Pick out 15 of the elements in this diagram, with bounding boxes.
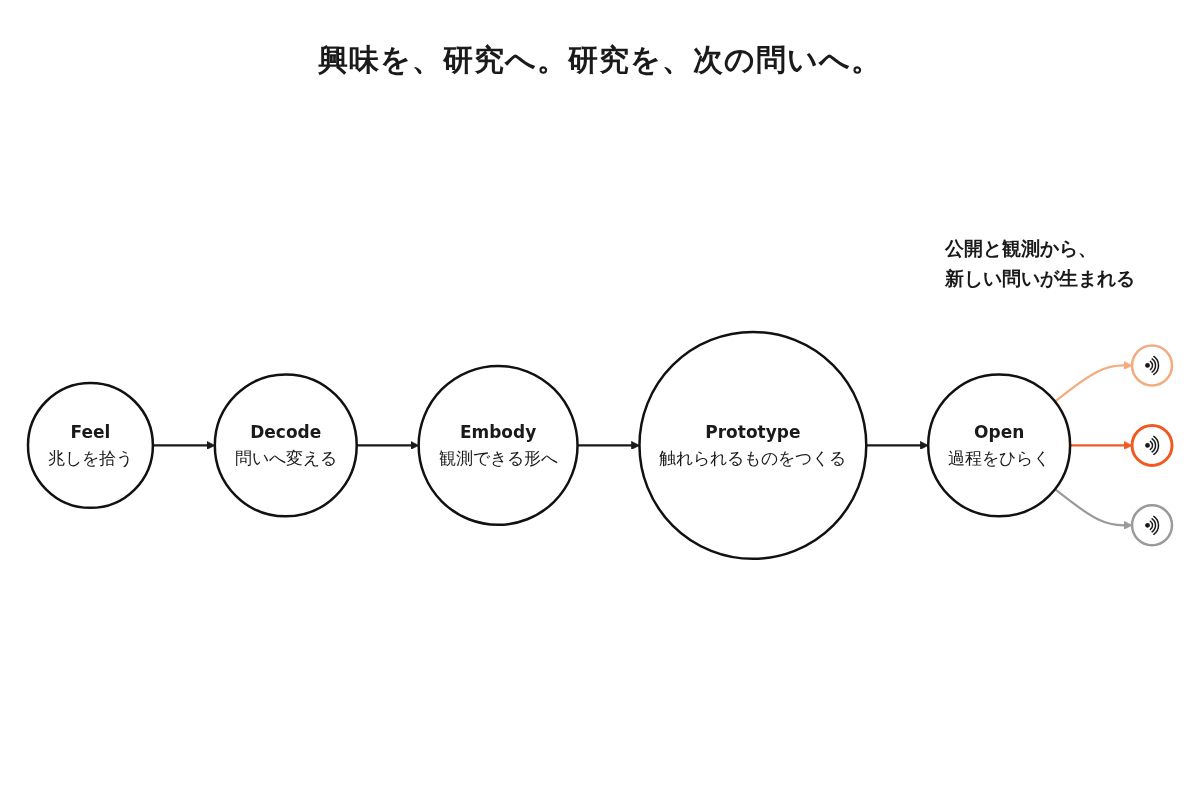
stage-circle: Embody 観測できる形へ: [417, 364, 579, 526]
stage-circle: Prototype 触れられるものをつくる: [638, 330, 868, 560]
title: 興味を、研究へ。研究を、次の問いへ。: [318, 42, 882, 77]
note-text: 公開と観測から、新しい問いが生まれる: [945, 236, 1136, 292]
arrow: [1070, 440, 1133, 450]
arrow: [577, 440, 640, 450]
signal-circle: [1130, 343, 1174, 387]
arrow: [866, 440, 929, 450]
stage-circle: Open 過程をひらく: [926, 372, 1072, 518]
signal-circle: [1130, 423, 1174, 467]
signal-circle: [1130, 503, 1174, 547]
stage-circle: Feel 兆しを拾う: [26, 381, 155, 509]
arrow: [1054, 487, 1133, 530]
arrow: [1054, 360, 1133, 403]
stage-circle: Decode 問いへ変える: [213, 372, 358, 518]
